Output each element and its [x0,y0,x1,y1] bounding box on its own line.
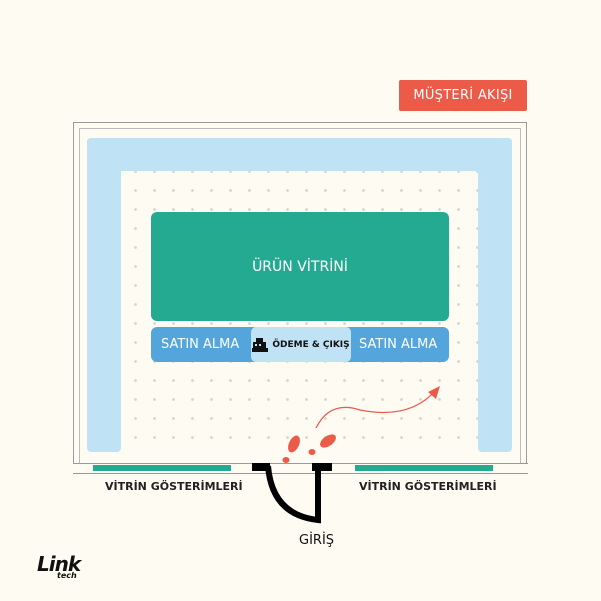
arrow-head-icon [428,386,440,399]
window-display-left [93,465,231,471]
shelf-left [87,138,121,452]
shelf-top [87,138,512,171]
product-display-label: ÜRÜN VİTRİNİ [252,258,348,275]
purchase-right-label: SATIN ALMA [359,337,438,352]
product-display: ÜRÜN VİTRİNİ [151,212,449,321]
purchase-counter: SATIN ALMA ÖDEME & ÇIKIŞ SATIN ALMA [151,327,449,362]
customer-flow-badge: MÜŞTERİ AKIŞI [399,80,527,111]
footprints-icon [282,434,336,463]
front-wall [73,463,528,474]
purchase-left-label: SATIN ALMA [161,337,240,352]
cash-register-icon [252,337,269,352]
window-display-right [355,465,493,471]
shelf-right [478,138,512,452]
window-label-right: VİTRİN GÖSTERİMLERİ [359,480,497,493]
door-icon [252,463,332,524]
entrance-label: GİRİŞ [299,533,335,548]
checkout-area: ÖDEME & ÇIKIŞ [251,327,351,362]
flow-arrow [315,389,437,429]
checkout-label: ÖDEME & ÇIKIŞ [272,339,350,350]
window-label-left: VİTRİN GÖSTERİMLERİ [105,480,243,493]
